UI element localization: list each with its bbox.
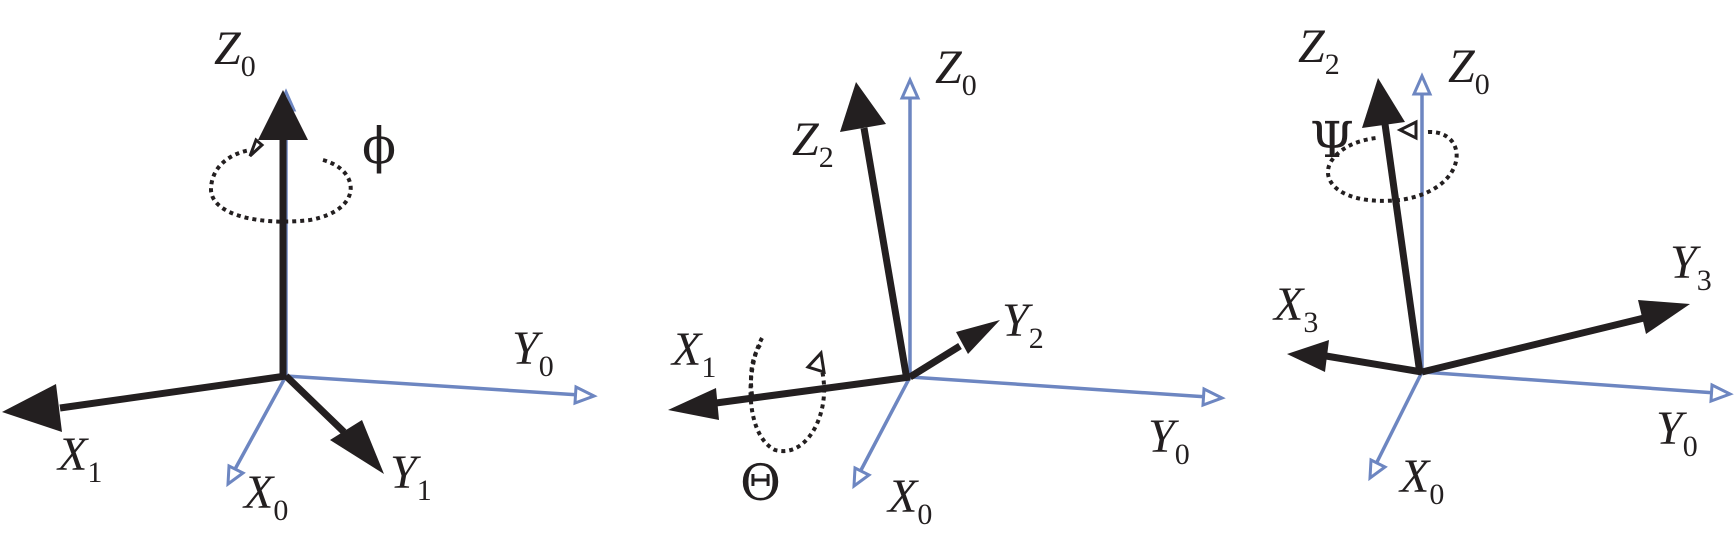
label-y2: Y2: [1002, 294, 1044, 355]
label-y0: Y0: [1656, 402, 1698, 463]
label-y0: Y0: [512, 322, 554, 383]
angle-label-phi: ϕ: [362, 117, 396, 175]
rotated-axis-y1: [283, 373, 384, 474]
label-z0: Z0: [935, 41, 977, 102]
rotated-axis-x1: [668, 373, 911, 420]
label-x1: X1: [670, 323, 716, 384]
label-y1: Y1: [390, 446, 432, 507]
reference-axis-x0: [1368, 371, 1424, 482]
reference-axis-z0: [1411, 72, 1433, 372]
panel-phi-rotation: Z0 ϕ Y0 X1 Y1 X0: [2, 22, 598, 527]
label-x1: X1: [56, 428, 102, 489]
label-y3: Y3: [1670, 236, 1712, 297]
rotated-axis-y2: [908, 320, 1000, 380]
rotated-axis-x3: [1287, 340, 1423, 376]
reference-axis-y0: [285, 374, 598, 406]
angle-label-theta: Θ: [740, 454, 781, 512]
panel-theta-rotation: Z0 Z2 Y2 X1 Y0 Θ X0: [668, 41, 1226, 531]
label-x0: X0: [242, 466, 288, 527]
reference-axis-x0: [226, 375, 288, 488]
label-z0: Z0: [214, 22, 256, 83]
label-x3: X3: [1272, 278, 1318, 339]
label-z2: Z2: [1298, 20, 1340, 81]
rotated-axis-z2: [1362, 78, 1424, 375]
rotated-axis-y3: [1421, 300, 1690, 376]
rotated-axis-z2: [840, 82, 911, 381]
angle-label-psi: Ψ: [1310, 111, 1354, 169]
label-z0: Z0: [1448, 40, 1490, 101]
reference-axis-y0: [1421, 370, 1734, 404]
label-z2: Z2: [792, 113, 834, 174]
label-x0: X0: [886, 470, 932, 531]
panel-psi-rotation: Z2 Z0 Ψ Y3 X3 Y0 X0: [1272, 20, 1734, 511]
label-x0: X0: [1398, 450, 1444, 511]
rotation-arrow-theta: [748, 337, 827, 454]
reference-axis-y0: [909, 375, 1226, 408]
rotated-axis-x1: [2, 372, 287, 432]
rotated-axis-z: [258, 90, 308, 378]
reference-axis-x0: [852, 376, 912, 490]
label-y0: Y0: [1148, 410, 1190, 471]
rotation-arrow-phi: [208, 137, 353, 224]
rotation-arrow-psi: [1325, 119, 1459, 203]
reference-axis-z0: [899, 76, 921, 377]
